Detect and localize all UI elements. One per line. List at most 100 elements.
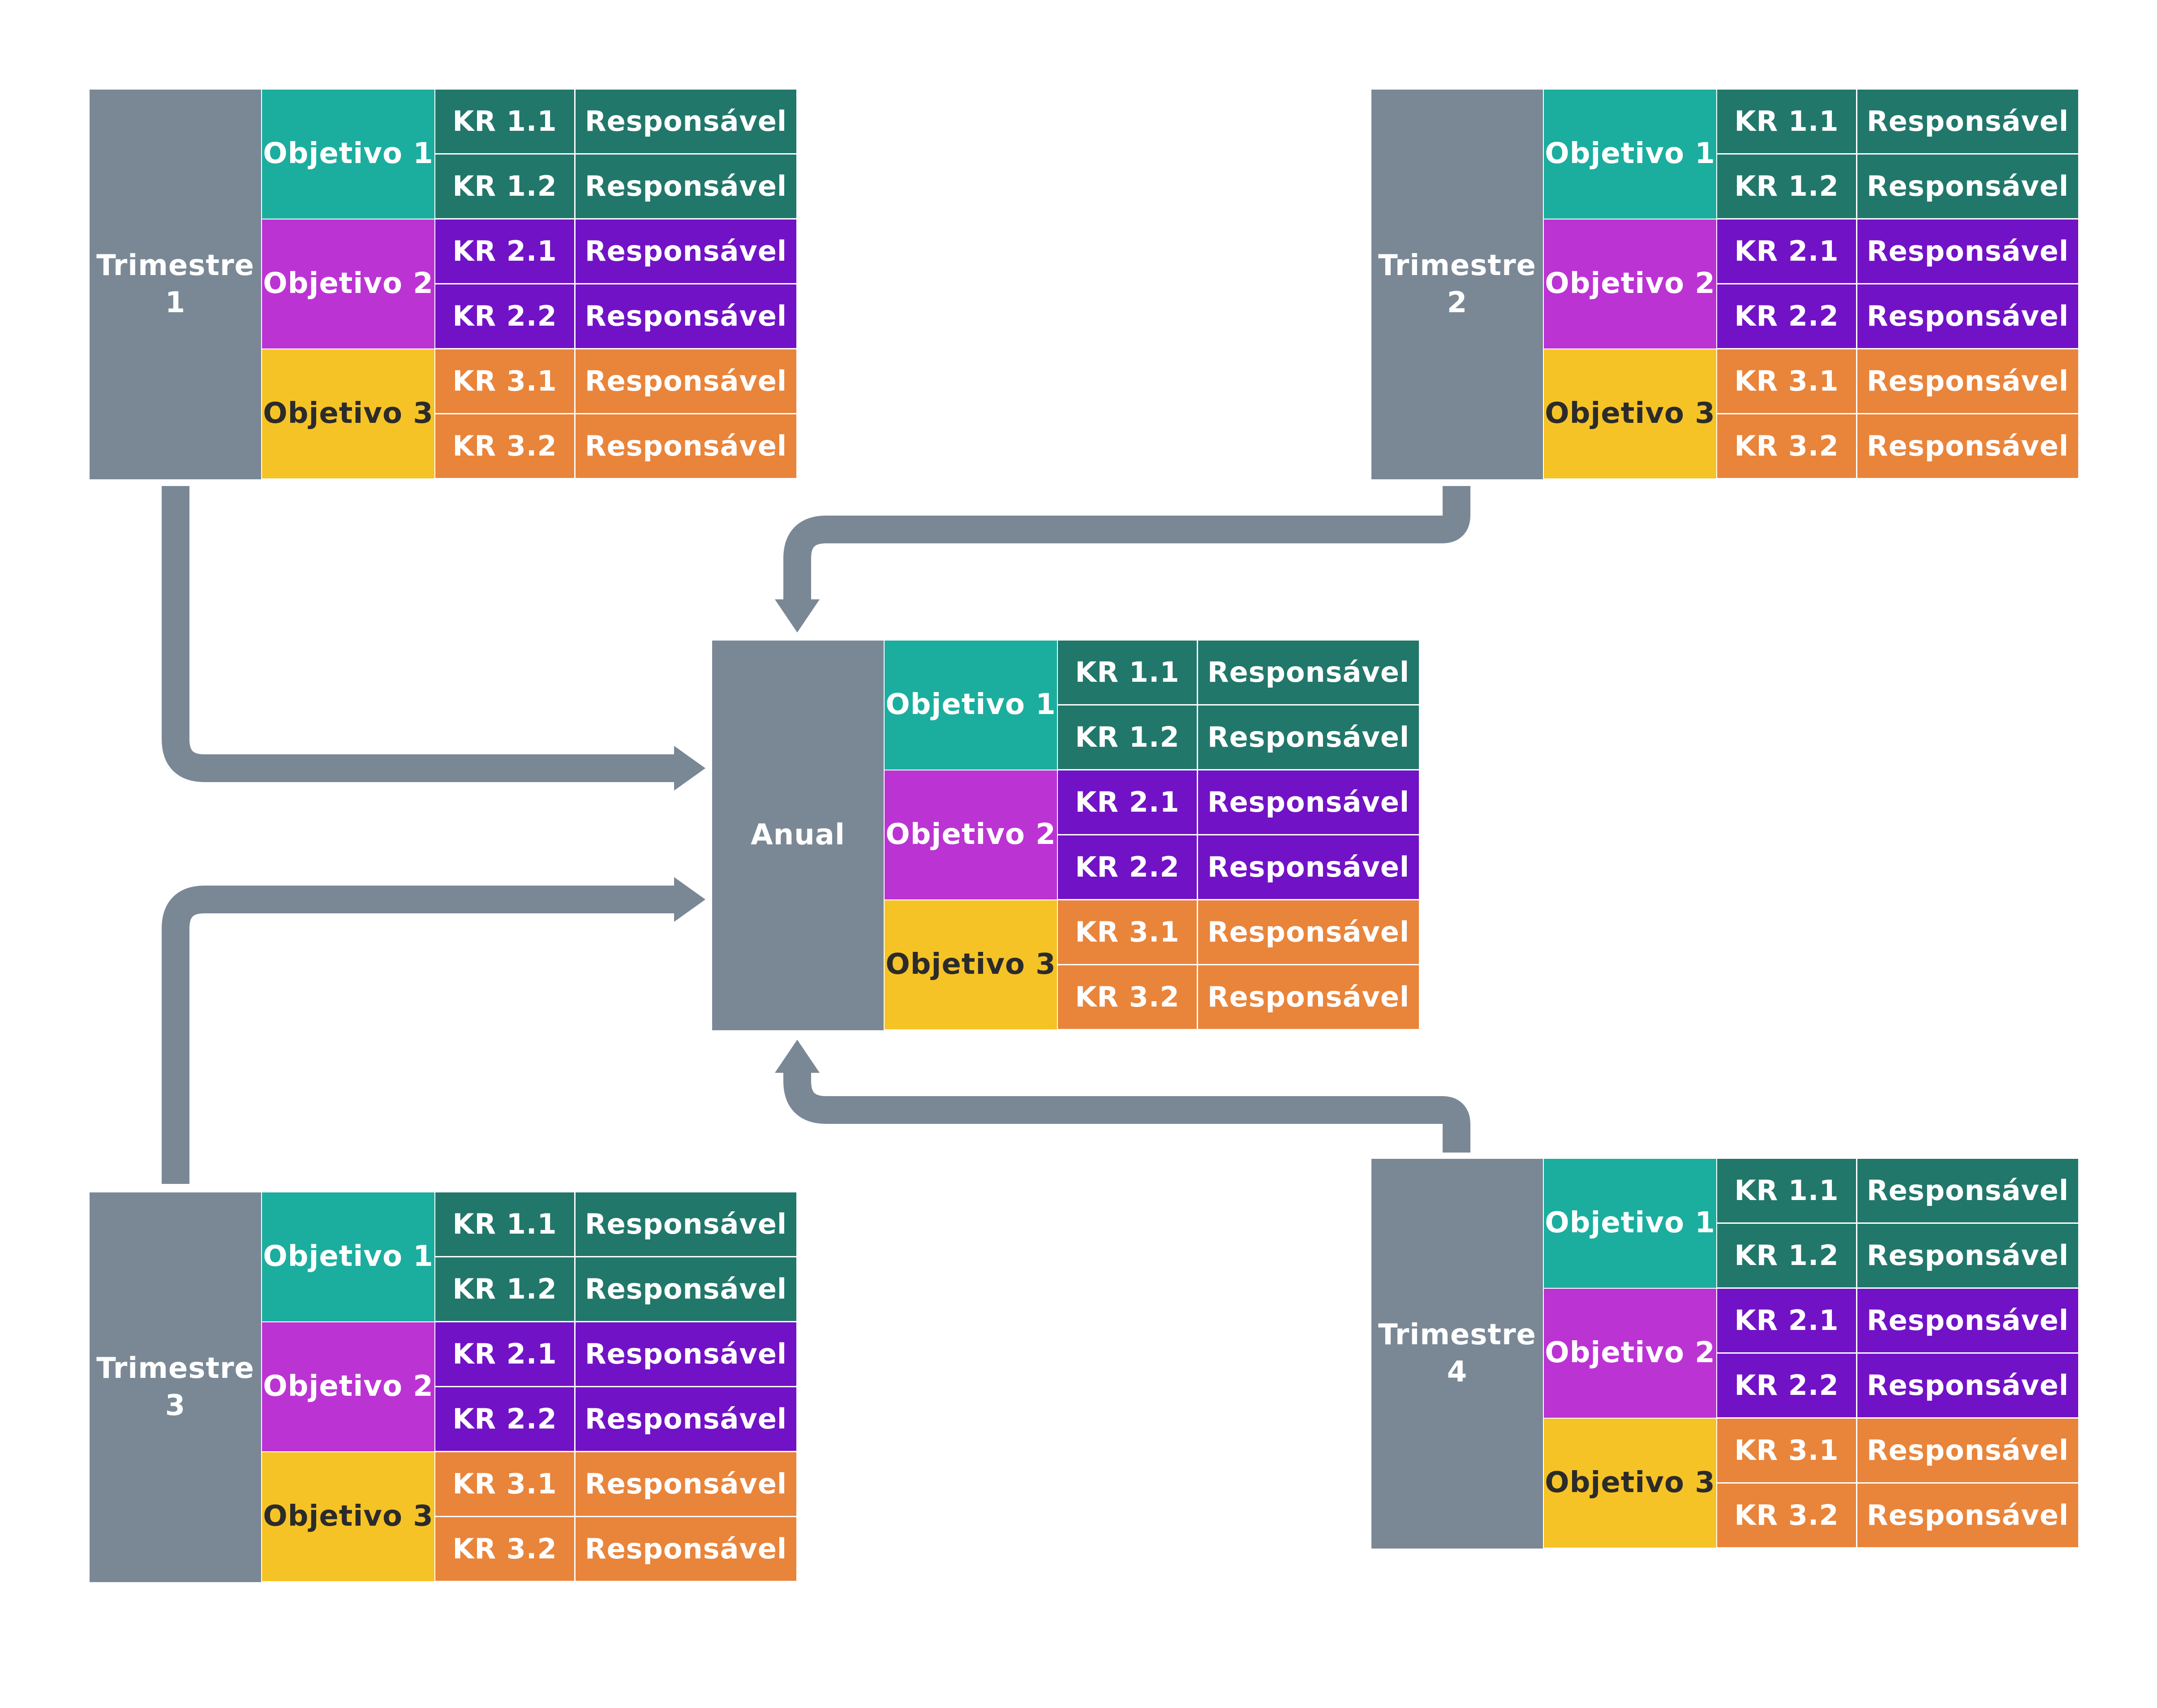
key-result-3-2: KR 3.2 [1717, 1484, 1856, 1547]
objective-2: Objetivo 2 [262, 1322, 434, 1451]
key-result-2-1: KR 2.1 [1717, 1289, 1856, 1352]
arrow-t3-to-annual [162, 886, 675, 1184]
owner-2-1: Responsável [1857, 1289, 2078, 1352]
owner-3-2: Responsável [1857, 1484, 2078, 1547]
key-result-2-2: KR 2.2 [1717, 284, 1856, 348]
key-result-3-1: KR 3.1 [435, 1452, 574, 1516]
owner-2-2: Responsável [576, 284, 796, 348]
owner-1-1: Responsável [1857, 1159, 2078, 1222]
period-label-line: Trimestre [96, 1351, 254, 1385]
arrow-t1-to-annual [162, 486, 675, 782]
period-label-text: Trimestre 1 [96, 247, 254, 322]
objective-1: Objetivo 1 [1544, 1159, 1716, 1288]
objective-2: Objetivo 2 [262, 219, 434, 348]
key-result-1-1: KR 1.1 [1717, 90, 1856, 153]
owner-3-1: Responsável [1198, 900, 1419, 964]
key-result-2-2: KR 2.2 [435, 284, 574, 348]
arrow-t2-to-annual [783, 486, 1470, 599]
arrowhead-t2 [775, 599, 820, 632]
owner-1-1: Responsável [576, 1192, 796, 1256]
key-result-3-1: KR 3.1 [1717, 1419, 1856, 1482]
key-result-2-2: KR 2.2 [435, 1387, 574, 1451]
period-label-line: Anual [751, 818, 845, 852]
owner-2-1: Responsável [576, 1322, 796, 1386]
period-label-line: 3 [165, 1389, 186, 1422]
period-label-text: Trimestre 2 [1378, 247, 1536, 322]
owner-1-1: Responsável [576, 90, 796, 153]
objective-2: Objetivo 2 [1544, 1289, 1716, 1418]
owner-3-2: Responsável [576, 414, 796, 478]
owner-1-2: Responsável [576, 1257, 796, 1321]
key-result-1-1: KR 1.1 [435, 1192, 574, 1256]
key-result-2-1: KR 2.1 [1717, 219, 1856, 283]
key-result-2-1: KR 2.1 [1058, 770, 1197, 834]
key-result-2-2: KR 2.2 [1717, 1354, 1856, 1417]
key-result-3-2: KR 3.2 [435, 1517, 574, 1581]
arrowhead-t4 [775, 1040, 820, 1073]
period-label: Anual [712, 641, 884, 1030]
owner-3-1: Responsável [576, 349, 796, 413]
key-result-1-1: KR 1.1 [1058, 641, 1197, 704]
objective-2: Objetivo 2 [885, 770, 1057, 899]
objective-3: Objetivo 3 [262, 349, 434, 478]
objective-1: Objetivo 1 [262, 1192, 434, 1321]
owner-2-1: Responsável [1857, 219, 2078, 283]
owner-2-2: Responsável [1857, 284, 2078, 348]
period-label-text: Trimestre 3 [96, 1350, 254, 1424]
objective-3: Objetivo 3 [1544, 1419, 1716, 1548]
owner-3-1: Responsável [576, 1452, 796, 1516]
key-result-1-2: KR 1.2 [435, 1257, 574, 1321]
owner-3-2: Responsável [1198, 965, 1419, 1029]
key-result-2-1: KR 2.1 [435, 219, 574, 283]
owner-2-1: Responsável [1198, 770, 1419, 834]
period-label-line: Trimestre [1378, 1318, 1536, 1351]
key-result-2-2: KR 2.2 [1058, 835, 1197, 899]
objective-3: Objetivo 3 [1544, 349, 1716, 478]
key-result-2-1: KR 2.1 [435, 1322, 574, 1386]
owner-3-2: Responsável [576, 1517, 796, 1581]
period-label: Trimestre 3 [90, 1192, 261, 1582]
arrow-t4-to-annual [783, 1071, 1470, 1153]
owner-1-2: Responsável [576, 155, 796, 218]
key-result-3-1: KR 3.1 [1058, 900, 1197, 964]
period-label-line: Trimestre [96, 249, 254, 282]
arrowhead-t1 [674, 746, 705, 791]
key-result-3-1: KR 3.1 [435, 349, 574, 413]
key-result-3-2: KR 3.2 [1058, 965, 1197, 1029]
key-result-1-2: KR 1.2 [1717, 1224, 1856, 1287]
owner-2-2: Responsável [1857, 1354, 2078, 1417]
objective-1: Objetivo 1 [262, 90, 434, 219]
owner-1-1: Responsável [1857, 90, 2078, 153]
owner-1-2: Responsável [1198, 706, 1419, 769]
owner-1-1: Responsável [1198, 641, 1419, 704]
objective-3: Objetivo 3 [885, 900, 1057, 1029]
owner-2-2: Responsável [1198, 835, 1419, 899]
period-label-line: 2 [1447, 286, 1468, 319]
objective-1: Objetivo 1 [885, 641, 1057, 770]
key-result-1-2: KR 1.2 [435, 155, 574, 218]
key-result-3-1: KR 3.1 [1717, 349, 1856, 413]
owner-2-2: Responsável [576, 1387, 796, 1451]
owner-3-1: Responsável [1857, 349, 2078, 413]
objective-2: Objetivo 2 [1544, 219, 1716, 348]
key-result-3-2: KR 3.2 [1717, 414, 1856, 478]
period-label-text: Anual [751, 817, 845, 854]
period-label: Trimestre 1 [90, 90, 261, 479]
objective-1: Objetivo 1 [1544, 90, 1716, 219]
key-result-1-2: KR 1.2 [1058, 706, 1197, 769]
key-result-1-1: KR 1.1 [435, 90, 574, 153]
period-label-line: 1 [165, 286, 186, 319]
key-result-3-2: KR 3.2 [435, 414, 574, 478]
period-label-line: Trimestre [1378, 249, 1536, 282]
owner-1-2: Responsável [1857, 155, 2078, 218]
owner-3-2: Responsável [1857, 414, 2078, 478]
owner-1-2: Responsável [1857, 1224, 2078, 1287]
